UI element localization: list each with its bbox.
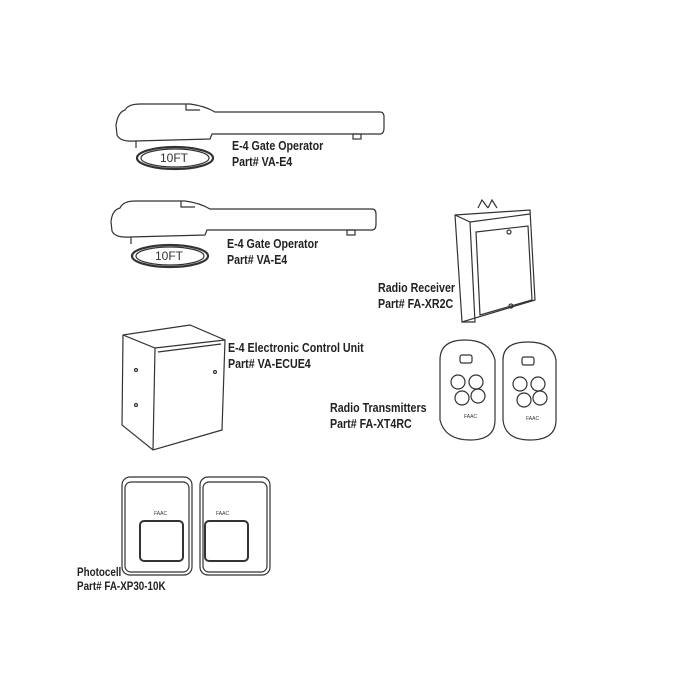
product-name: E-4 Gate Operator [232, 138, 324, 153]
part-number: Part# VA-E4 [232, 154, 293, 169]
control-unit-label: E-4 Electronic Control Unit Part# VA-ECU… [228, 340, 364, 372]
radio-transmitters-drawing: FAAC FAAC [439, 339, 557, 441]
brand-logo: FAAC [154, 511, 167, 517]
control-unit-drawing [121, 324, 226, 451]
gate-operator-2-drawing: 10FT [110, 200, 377, 269]
product-name: E-4 Gate Operator [227, 236, 319, 251]
part-number: Part# FA-XR2C [378, 296, 454, 311]
part-number: Part# FA-XT4RC [330, 416, 412, 431]
radio-receiver-label: Radio Receiver Part# FA-XR2C [378, 280, 455, 312]
product-name: Photocell [77, 565, 122, 579]
product-name: E-4 Electronic Control Unit [228, 340, 364, 355]
product-name: Radio Transmitters [330, 400, 427, 415]
gate-operator-2-label: E-4 Gate Operator Part# VA-E4 [227, 236, 318, 268]
product-name: Radio Receiver [378, 280, 456, 295]
part-number: Part# VA-E4 [227, 252, 288, 267]
gate-operator-1-label: E-4 Gate Operator Part# VA-E4 [232, 138, 323, 170]
cable-length-label: 10FT [160, 151, 189, 165]
brand-logo: FAAC [526, 416, 539, 422]
brand-logo: FAAC [464, 414, 477, 420]
cable-length-label: 10FT [155, 249, 184, 263]
part-number: Part# FA-XP30-10K [77, 579, 166, 593]
gate-operator-1-drawing: 10FT [115, 103, 385, 171]
brand-logo: FAAC [216, 511, 229, 517]
radio-transmitters-label: Radio Transmitters Part# FA-XT4RC [330, 400, 427, 432]
photocells-drawing: FAAC FAAC [121, 476, 271, 576]
radio-receiver-drawing [454, 198, 536, 323]
part-number: Part# VA-ECUE4 [228, 356, 311, 371]
photocell-label: Photocell Part# FA-XP30-10K [77, 565, 166, 593]
